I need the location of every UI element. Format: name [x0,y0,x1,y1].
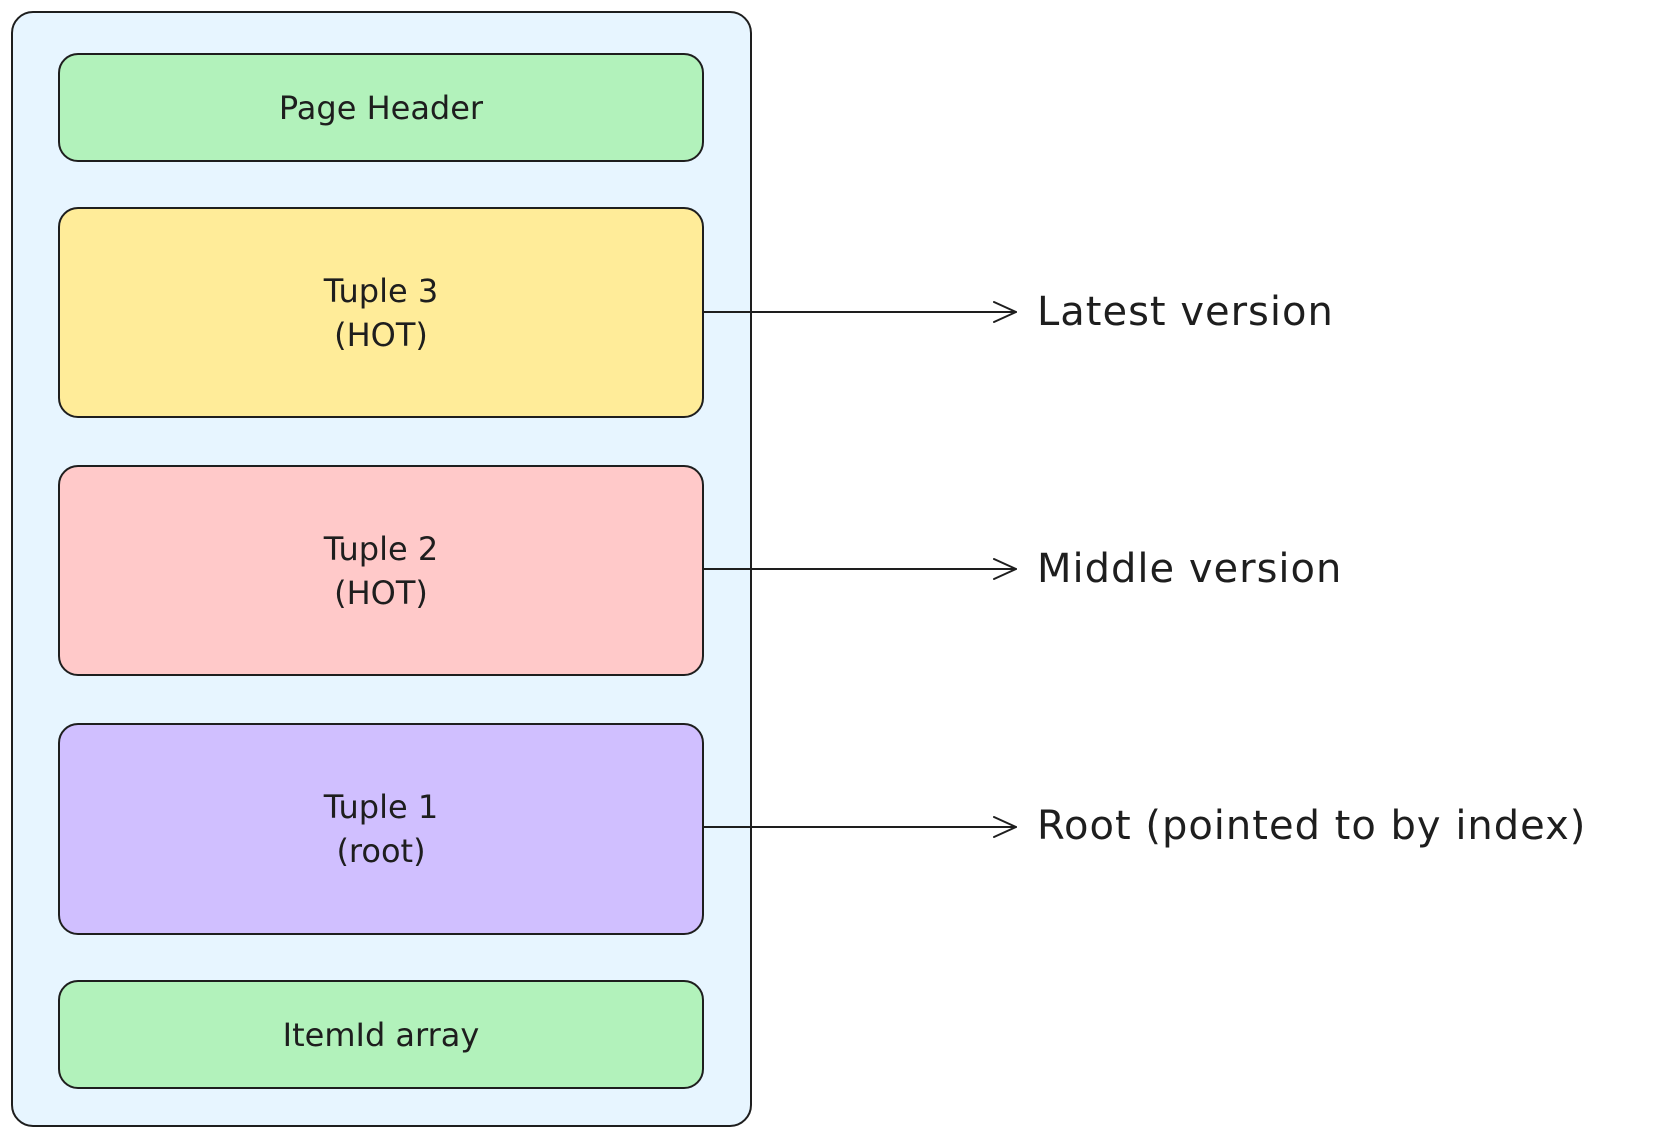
arrow-latest [703,301,1017,323]
tuple-1-name: Tuple 1 [323,788,439,826]
middle-version-label: Middle version [1037,546,1343,592]
itemid-array-block: ItemId array [58,980,704,1089]
page-header-label: Page Header [278,88,484,127]
itemid-array-label: ItemId array [282,1015,480,1054]
tuple-2-name: Tuple 2 [323,529,439,568]
arrow-right-icon [993,816,1017,838]
tuple-2-state: (HOT) [334,573,428,612]
tuple-3-state: (HOT) [334,315,428,354]
arrow-root [703,816,1017,838]
latest-version-label: Latest version [1037,289,1334,335]
arrow-right-icon [993,558,1017,580]
root-version-label: Root (pointed to by index) [1037,803,1587,849]
tuple-1-state: (root) [336,832,426,870]
arrow-middle [703,558,1017,580]
tuple-3-name: Tuple 3 [323,271,439,310]
tuple-2-block: Tuple 2 (HOT) [58,465,704,676]
page-header-block: Page Header [58,53,704,162]
arrow-right-icon [993,301,1017,323]
tuple-1-block: Tuple 1 (root) [58,723,704,935]
tuple-3-block: Tuple 3 (HOT) [58,207,704,418]
